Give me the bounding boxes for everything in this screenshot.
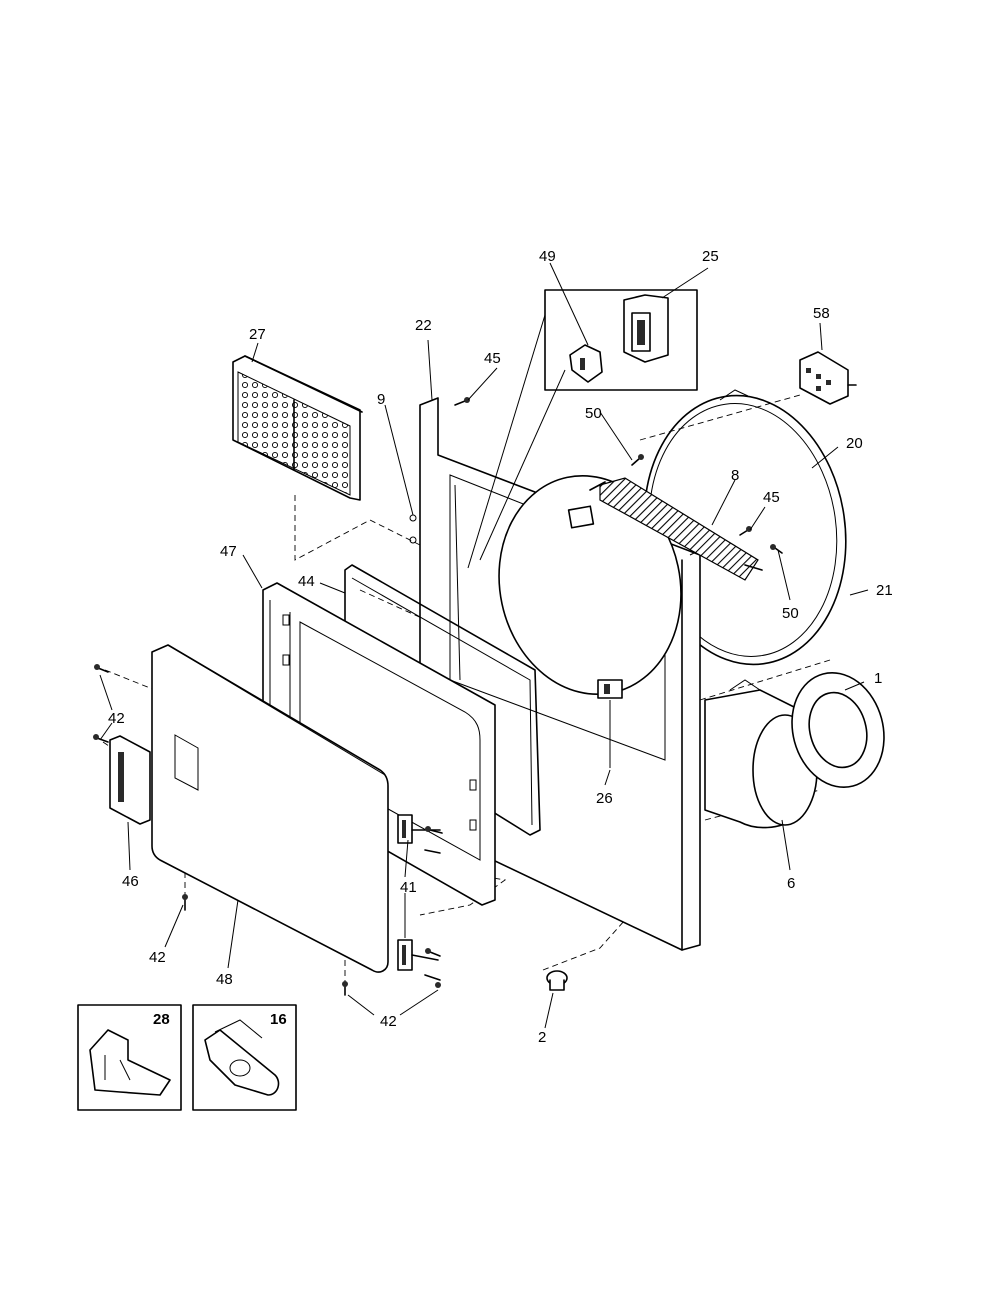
callout-labels: 1 2 6 8 9 16 20 21 22 25 26 27 28 41 42 … bbox=[108, 248, 893, 1046]
outer-door-48 bbox=[151, 644, 389, 973]
callout-9: 9 bbox=[377, 391, 385, 408]
callout-27: 27 bbox=[249, 326, 266, 343]
callout-16: 16 bbox=[270, 1011, 287, 1028]
callout-25: 25 bbox=[702, 248, 719, 265]
callout-28: 28 bbox=[153, 1011, 170, 1028]
callout-26: 26 bbox=[596, 790, 613, 807]
callout-47: 47 bbox=[220, 543, 237, 560]
callout-8: 8 bbox=[731, 467, 739, 484]
callout-49: 49 bbox=[539, 248, 556, 265]
drum-disc bbox=[498, 474, 682, 696]
callout-41: 41 bbox=[400, 879, 417, 896]
callout-20: 20 bbox=[846, 435, 863, 452]
callout-2: 2 bbox=[538, 1029, 546, 1046]
ring-seal-1 bbox=[791, 671, 885, 789]
terminal-block-58 bbox=[799, 351, 857, 405]
door-latch-46 bbox=[109, 735, 151, 825]
hinge-41-upper bbox=[397, 814, 441, 854]
lint-filter-8 bbox=[589, 477, 763, 581]
leader-lines bbox=[99, 262, 869, 1029]
callout-42-bottom: 42 bbox=[380, 1013, 397, 1030]
foot-2 bbox=[546, 970, 568, 991]
callout-45-right: 45 bbox=[763, 489, 780, 506]
inset-switch-box bbox=[467, 289, 698, 569]
inset-box-28 bbox=[77, 1004, 182, 1111]
door-switch-26 bbox=[597, 679, 623, 768]
callout-58: 58 bbox=[813, 305, 830, 322]
callout-46: 46 bbox=[122, 873, 139, 890]
callout-48: 48 bbox=[216, 971, 233, 988]
callout-45-top: 45 bbox=[484, 350, 501, 367]
callout-21: 21 bbox=[876, 582, 893, 599]
callout-42-left: 42 bbox=[108, 710, 125, 727]
grille-panel-27 bbox=[232, 355, 363, 501]
callout-44: 44 bbox=[298, 573, 315, 590]
inset-box-16 bbox=[192, 1004, 297, 1111]
hinge-41-lower bbox=[397, 939, 441, 981]
fastener-9 bbox=[409, 514, 417, 544]
screws bbox=[93, 397, 783, 996]
callout-42-bottom-left: 42 bbox=[149, 949, 166, 966]
callout-22: 22 bbox=[415, 317, 432, 334]
callout-50-top: 50 bbox=[585, 405, 602, 422]
callout-6: 6 bbox=[787, 875, 795, 892]
callout-50-right: 50 bbox=[782, 605, 799, 622]
callout-1: 1 bbox=[874, 670, 882, 687]
